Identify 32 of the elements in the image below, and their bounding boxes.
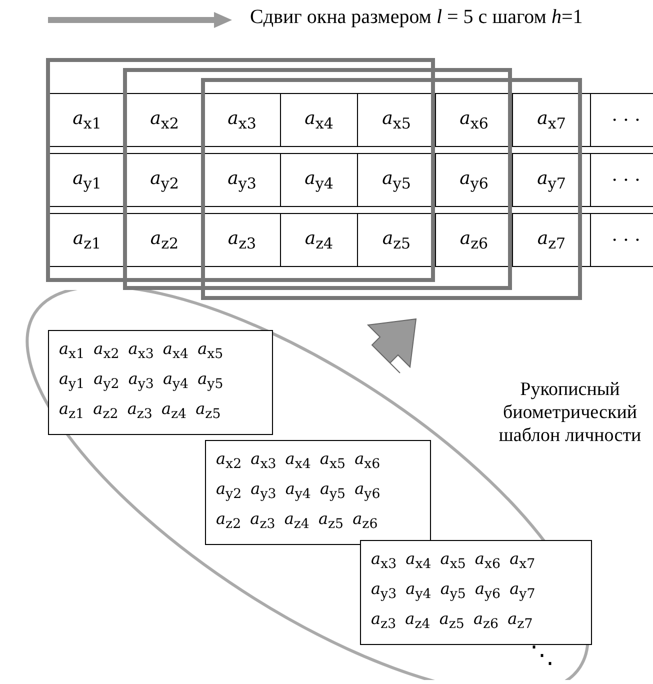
- table-cell: a$_{z2}$: [125, 213, 204, 267]
- matrix-row-text: a$_{z1}$ a$_{z2}$ a$_{z3}$ a$_{z4}$ a$_{z5}$: [59, 398, 222, 425]
- table-cell: · · ·: [590, 153, 653, 207]
- table-cell: a$_{x7}$: [512, 93, 591, 147]
- table-cell: a$_{y2}$: [125, 153, 204, 207]
- matrix-box: [360, 540, 592, 645]
- matrix-row-text: a$_{x3}$ a$_{x4}$ a$_{x5}$ a$_{x6}$ a$_{x7}$: [371, 548, 536, 574]
- ellipsis: ⋱: [530, 642, 554, 670]
- table-cell: a$_{y4}$: [280, 153, 358, 207]
- table-cell: a$_{z7}$: [512, 213, 591, 267]
- matrix-row-text: a$_{x1}$ a$_{x2}$ a$_{x3}$ a$_{x4}$ a$_{x5}$: [59, 338, 224, 364]
- table-cell: a$_{y7}$: [512, 153, 591, 207]
- table-cell: a$_{x4}$: [280, 93, 358, 147]
- table-cell: · · ·: [590, 93, 653, 147]
- table-cell: a$_{y3}$: [203, 153, 281, 207]
- table-cell: a$_{y1}$: [48, 153, 126, 207]
- matrix-box: [205, 440, 431, 545]
- table-cell: a$_{z1}$: [48, 213, 126, 267]
- table-cell: a$_{x3}$: [203, 93, 281, 147]
- table-cell: a$_{z4}$: [280, 213, 358, 267]
- matrix-row-text: a$_{y3}$ a$_{y4}$ a$_{y5}$ a$_{y6}$ a$_{y7}$: [371, 578, 536, 604]
- title: Сдвиг окна размером l = 5 с шагом h=1: [250, 6, 583, 29]
- table-cell: a$_{x1}$: [48, 93, 126, 147]
- matrix-row-text: a$_{y2}$ a$_{y3}$ a$_{y4}$ a$_{y5}$ a$_{y6}$: [216, 478, 382, 504]
- matrix-row-text: a$_{x2}$ a$_{x3}$ a$_{x4}$ a$_{x5}$ a$_{x6}$: [216, 448, 382, 474]
- table-cell: a$_{z3}$: [203, 213, 281, 267]
- matrix-box: [48, 330, 273, 435]
- matrix-row-text: a$_{z3}$ a$_{z4}$ a$_{z5}$ a$_{z6}$ a$_{z7}$: [371, 608, 534, 635]
- table-cell: a$_{x2}$: [125, 93, 204, 147]
- matrix-row-text: a$_{z2}$ a$_{z3}$ a$_{z4}$ a$_{z5}$ a$_{z6}$: [216, 508, 379, 535]
- matrix-row-text: a$_{y1}$ a$_{y2}$ a$_{y3}$ a$_{y4}$ a$_{y5}$: [59, 368, 224, 394]
- table-cell: · · ·: [590, 213, 653, 267]
